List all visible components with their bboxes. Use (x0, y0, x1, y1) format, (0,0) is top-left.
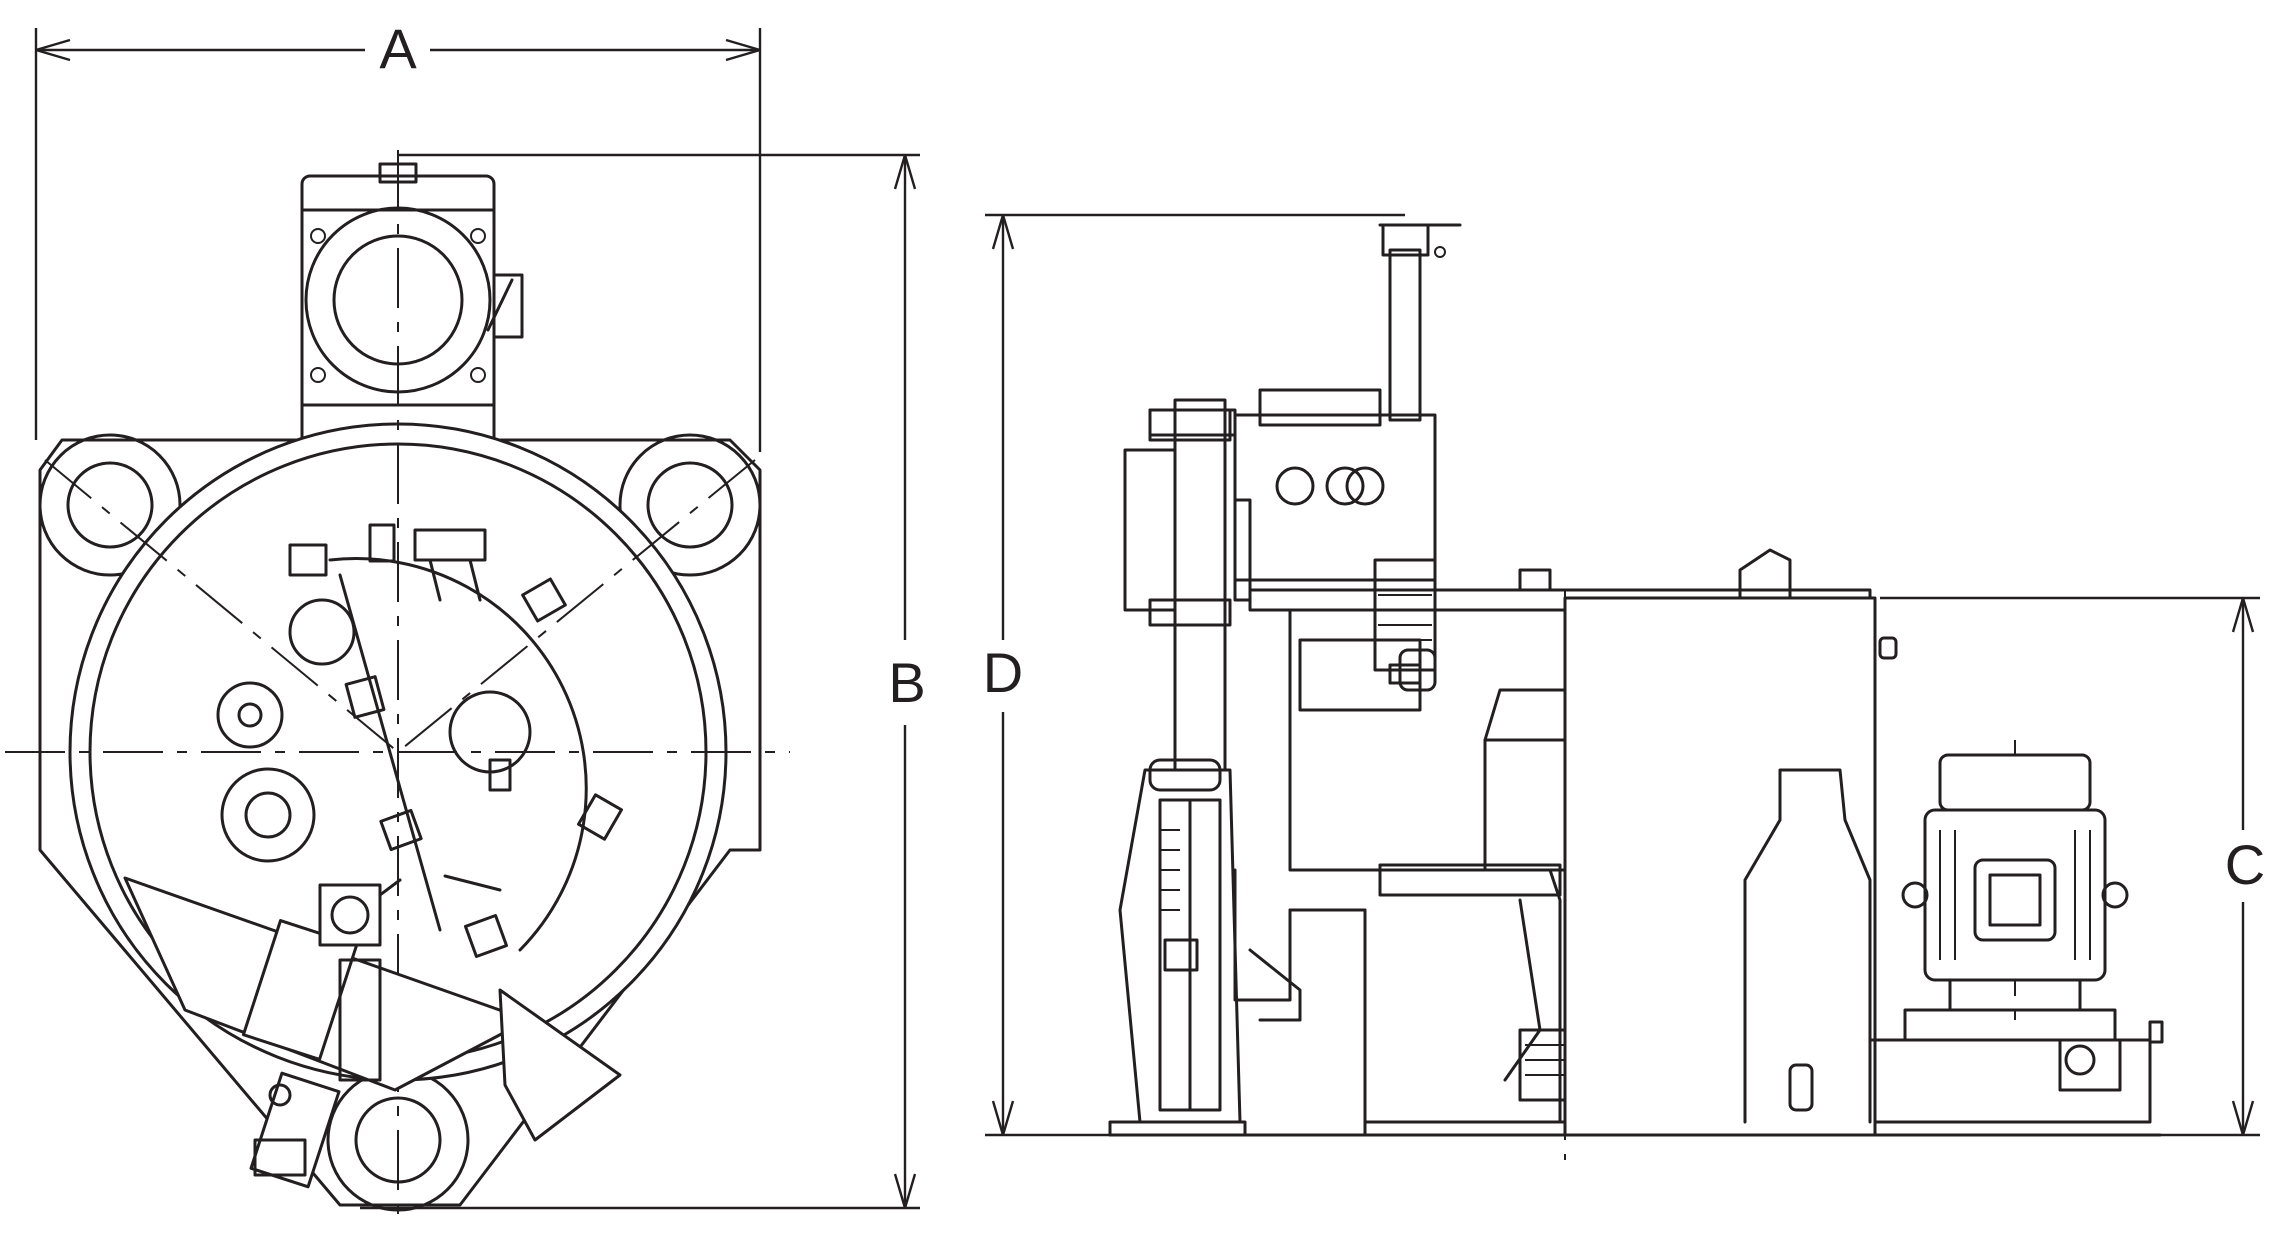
dimension-b: B (360, 153, 926, 1210)
dimension-a: A (34, 17, 762, 452)
dimension-label-b: B (888, 651, 925, 714)
dimension-label-a: A (379, 17, 417, 80)
dimension-label-c: C (2225, 833, 2265, 896)
left-frame (1118, 768, 1242, 1124)
top-view (5, 150, 790, 1225)
actuator-assembly (241, 878, 402, 1189)
electric-motor (1901, 753, 2129, 1042)
drive-cover (1743, 768, 1872, 1124)
dimension-label-d: D (983, 641, 1023, 704)
dimension-d: D (983, 213, 1405, 1137)
bowl-housing (1288, 608, 1562, 1124)
head-housing (1233, 413, 1437, 582)
base-frame (38, 438, 762, 1207)
lid-arc (328, 557, 588, 952)
side-view (1108, 223, 2164, 1160)
